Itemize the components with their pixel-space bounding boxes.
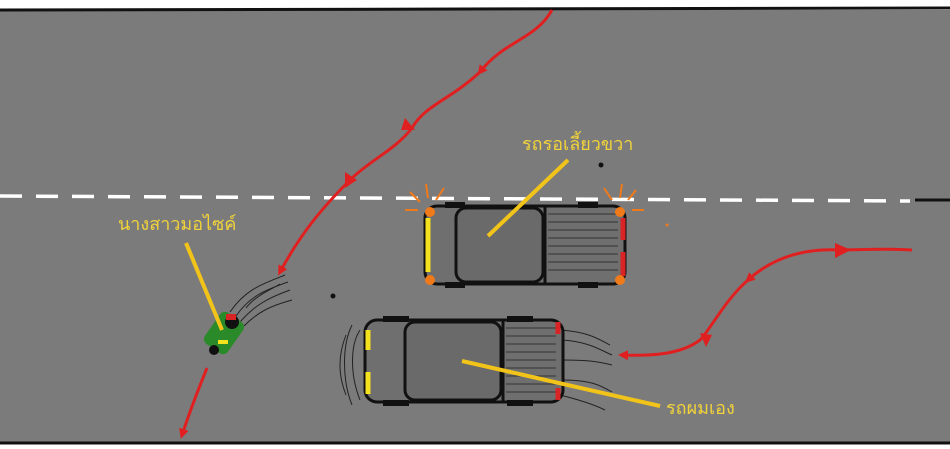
pointer-motorcycle — [184, 242, 224, 331]
label-turning-car: รถรอเลี้ยวขวา — [522, 131, 633, 155]
path-arrow-mark-3 — [700, 333, 712, 347]
pointer-turning-car — [486, 158, 570, 238]
road-edge-top — [0, 6, 950, 12]
pointer-my-car — [461, 359, 661, 408]
label-motorcycle-woman: นางสาวมอไซค์ — [118, 213, 236, 235]
lane-divider — [0, 194, 911, 203]
motorcycle-path-lower — [179, 367, 209, 439]
motorcycle-path-middle — [278, 70, 482, 276]
path-arrow-mark-1 — [401, 118, 415, 130]
my-car-path-lower — [618, 278, 749, 361]
debris-dot — [665, 223, 669, 227]
turning-car — [405, 183, 644, 288]
path-arrow-mark-2 — [345, 172, 357, 188]
motorcycle-path-upper — [477, 9, 554, 76]
debris-dot — [598, 162, 604, 168]
path-arrow-mark-4 — [835, 243, 851, 258]
label-my-car: รถผมเอง — [666, 398, 735, 419]
debris-dot — [330, 293, 336, 299]
motorcycle — [203, 274, 293, 355]
